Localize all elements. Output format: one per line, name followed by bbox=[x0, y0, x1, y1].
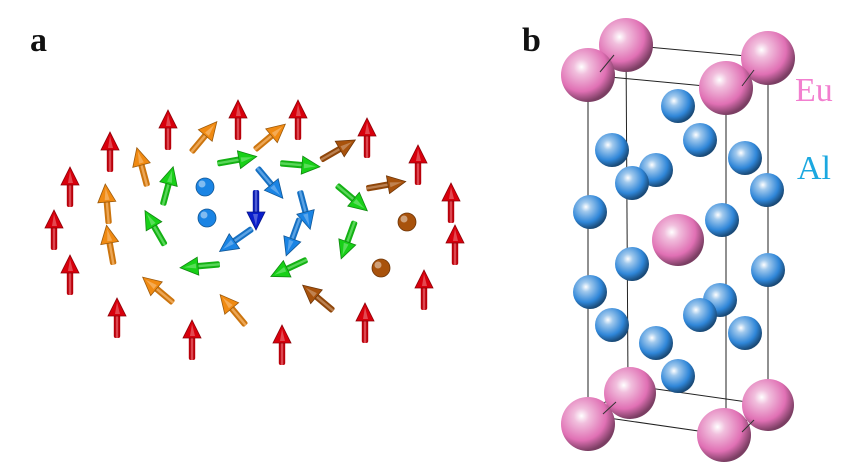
eu-atom bbox=[742, 379, 794, 431]
spin-arrow-red bbox=[44, 209, 64, 250]
spin-arrow-brown bbox=[319, 139, 357, 163]
al-atom bbox=[750, 173, 784, 207]
spin-dot-highlight bbox=[198, 180, 206, 188]
al-atom bbox=[573, 275, 607, 309]
spin-arrow-red bbox=[228, 99, 248, 140]
spin-arrow-darkblue bbox=[246, 190, 266, 231]
spin-arrow-lightblue bbox=[255, 166, 284, 200]
spin-arrow-red bbox=[288, 99, 308, 140]
al-atom bbox=[573, 195, 607, 229]
al-atom bbox=[615, 166, 649, 200]
al-atom bbox=[683, 123, 717, 157]
al-atom bbox=[615, 247, 649, 281]
unit-cell-edge bbox=[741, 419, 755, 433]
al-atom bbox=[595, 308, 629, 342]
eu-atom bbox=[561, 397, 615, 451]
spin-arrow-red bbox=[60, 254, 80, 295]
spin-arrow-brown bbox=[301, 284, 335, 313]
spin-arrow-green bbox=[159, 165, 178, 206]
al-atom bbox=[661, 89, 695, 123]
spin-dot-highlight bbox=[200, 211, 208, 219]
panel-b-label: b bbox=[522, 22, 541, 59]
spin-arrow-red bbox=[158, 109, 178, 150]
spin-arrow-lightblue bbox=[218, 226, 254, 252]
eu-atom bbox=[741, 31, 795, 85]
spin-arrow-red bbox=[100, 131, 120, 172]
legend-eu: Eu bbox=[795, 72, 833, 109]
spin-dot-highlight bbox=[400, 215, 408, 223]
spin-arrow-lightblue bbox=[296, 190, 315, 231]
al-atom bbox=[661, 359, 695, 393]
eu-atom bbox=[699, 61, 753, 115]
spin-arrow-orange bbox=[100, 224, 120, 265]
spin-dot-highlight bbox=[374, 261, 382, 269]
al-atom bbox=[595, 133, 629, 167]
spin-arrow-orange bbox=[253, 123, 287, 152]
al-atom bbox=[683, 298, 717, 332]
spin-arrow-green bbox=[335, 183, 369, 212]
spin-arrow-orange bbox=[189, 120, 218, 154]
legend-al: Al bbox=[797, 150, 831, 187]
spin-arrow-green bbox=[270, 257, 308, 278]
spin-arrow-orange bbox=[219, 293, 248, 327]
eu-atom bbox=[599, 18, 653, 72]
spin-arrow-orange bbox=[141, 276, 175, 305]
spin-arrow-green bbox=[179, 256, 221, 276]
al-atom bbox=[751, 253, 785, 287]
panel-a-label: a bbox=[30, 22, 47, 59]
spin-arrow-red bbox=[445, 224, 465, 265]
spin-arrow-orange bbox=[132, 146, 151, 187]
spin-arrow-red bbox=[60, 166, 80, 207]
spin-arrow-green bbox=[217, 150, 258, 170]
eu-atom bbox=[652, 214, 704, 266]
spin-arrow-orange bbox=[97, 183, 117, 225]
spin-arrow-red bbox=[357, 117, 377, 158]
eu-atom bbox=[604, 367, 656, 419]
unit-cell-edge bbox=[741, 69, 755, 87]
spin-arrow-lightblue bbox=[283, 217, 303, 257]
spin-arrow-red bbox=[414, 269, 434, 310]
eu-atom bbox=[561, 48, 615, 102]
al-atom bbox=[728, 316, 762, 350]
spin-arrow-red bbox=[355, 302, 375, 343]
spin-arrow-green bbox=[144, 209, 168, 247]
spin-arrow-brown bbox=[366, 175, 407, 195]
unit-cell-edge bbox=[602, 401, 617, 415]
spin-arrow-green bbox=[338, 220, 358, 260]
spin-arrow-red bbox=[408, 144, 428, 185]
spin-arrow-red bbox=[107, 297, 127, 338]
al-atom bbox=[728, 141, 762, 175]
al-atom bbox=[705, 203, 739, 237]
spin-arrow-red bbox=[182, 319, 202, 360]
spin-arrow-red bbox=[441, 182, 461, 223]
eu-atom bbox=[697, 408, 751, 462]
spin-arrow-red bbox=[272, 324, 292, 365]
spin-arrow-green bbox=[279, 155, 321, 175]
unit-cell-edge bbox=[599, 54, 615, 73]
al-atom bbox=[639, 326, 673, 360]
